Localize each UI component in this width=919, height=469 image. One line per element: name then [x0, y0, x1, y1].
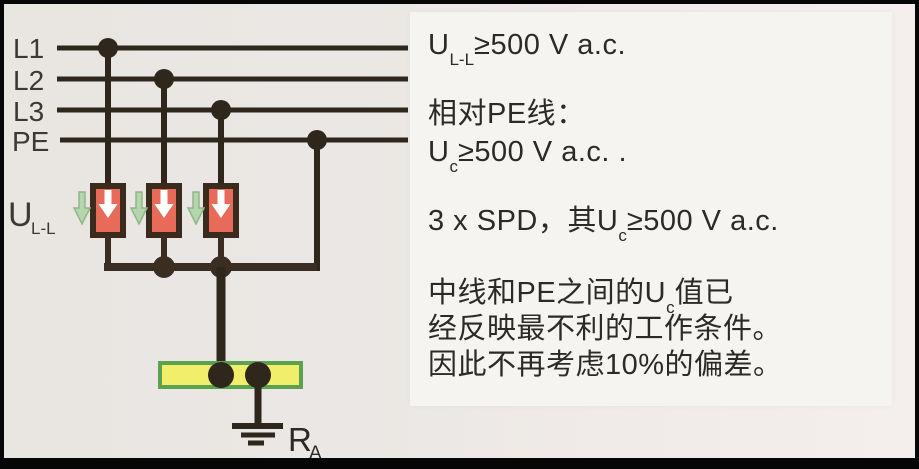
u-ll-subscript: L-L	[31, 219, 56, 238]
junction-dot-l1	[98, 38, 118, 58]
earth-resistance-subscript: A	[309, 443, 322, 458]
annotation-text: 因此不再考虑10%的偏差。	[428, 349, 783, 381]
annotation-text: 经反映最不利的工作条件。	[428, 313, 783, 345]
annotation-note-line-2: 经反映最不利的工作条件。	[428, 312, 782, 357]
subscript: c	[618, 225, 627, 245]
spd-1-arrow-icon	[98, 190, 118, 218]
conductor-label-l3: L3	[13, 96, 44, 127]
subscript: L-L	[449, 49, 475, 69]
conductor-label-l1: L1	[13, 33, 44, 64]
bus-junction-dot-1	[153, 256, 175, 278]
earth-resistance-label: R	[288, 421, 312, 458]
junction-dot-l2	[154, 69, 174, 89]
annotation-uc-requirement: Uc≥500 V a.c. .	[428, 135, 627, 180]
earth-bar-terminal-1	[208, 362, 234, 388]
annotation-text: 值已	[674, 277, 734, 309]
subscript: c	[449, 156, 458, 176]
junction-dot-l3	[211, 100, 231, 120]
annotation-text: ≥500 V a.c. .	[457, 136, 628, 168]
annotation-text: ≥500 V a.c.	[626, 205, 779, 237]
annotation-spd-requirement: 3 x SPD，其Uc≥500 V a.c.	[428, 204, 779, 249]
annotation-text: ≥500 V a.c.	[474, 29, 627, 61]
annotation-note-line-3: 因此不再考虑10%的偏差。	[428, 348, 783, 393]
voltage-arrow-icon-1	[72, 191, 92, 226]
spd-2-arrow-icon	[154, 190, 174, 218]
conductor-label-pe: PE	[12, 126, 49, 157]
conductor-label-l2: L2	[13, 65, 44, 96]
annotation-text: U	[428, 29, 450, 61]
circuit-diagram: L1 L2 L3 PE U L-L	[8, 33, 408, 458]
annotation-panel	[410, 12, 892, 406]
annotation-ull-requirement: UL-L≥500 V a.c.	[428, 28, 626, 73]
spd-3-arrow-icon	[211, 190, 231, 218]
annotation-text: 中线和PE之间的U	[428, 277, 667, 309]
annotation-text: 相对PE线：	[428, 98, 586, 130]
junction-dot-pe	[307, 130, 327, 150]
voltage-arrow-icon-3	[186, 191, 206, 226]
u-ll-label: U	[8, 196, 33, 234]
annotation-text: 3 x SPD，其U	[428, 205, 619, 237]
annotation-text: U	[428, 136, 450, 168]
annotation-pe-heading: 相对PE线：	[428, 97, 586, 142]
subscript: c	[666, 297, 675, 317]
voltage-arrow-icon-2	[129, 191, 149, 226]
annotation-note-line-1: 中线和PE之间的Uc值已	[428, 276, 734, 321]
